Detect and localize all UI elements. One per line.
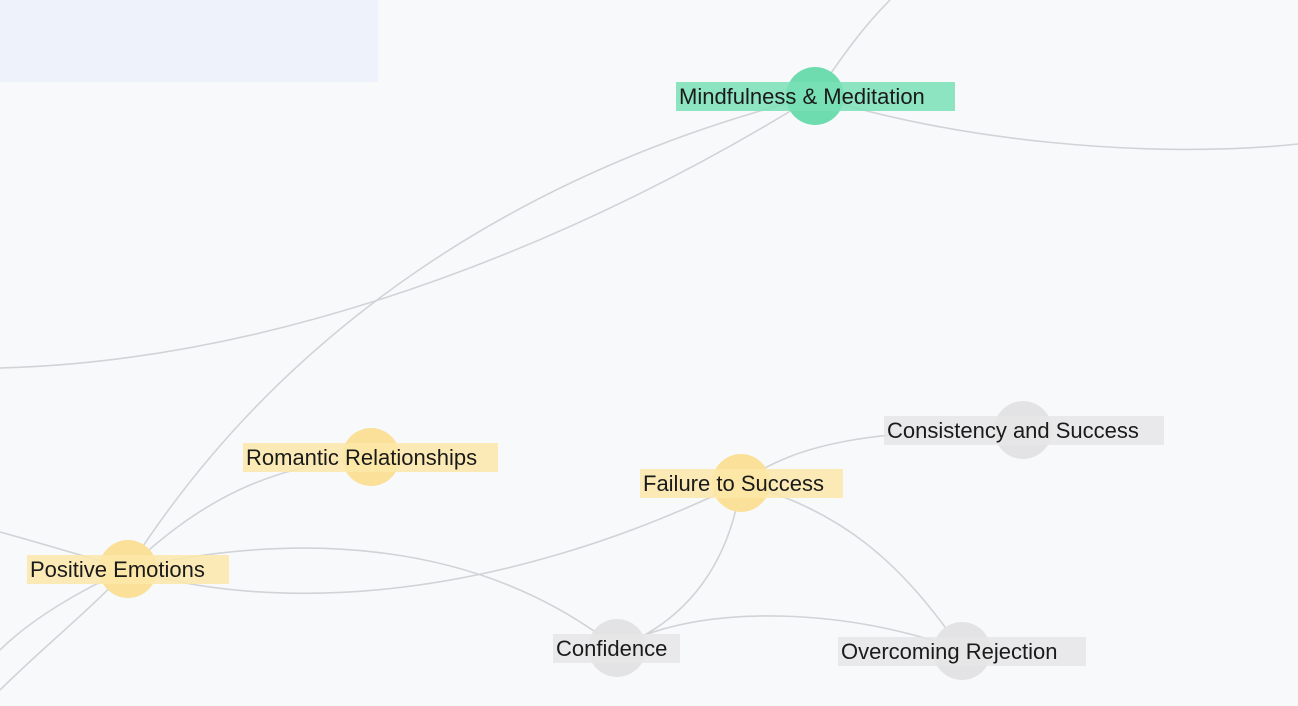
- node-rejection[interactable]: Overcoming Rejection: [838, 622, 1086, 680]
- node-label: Confidence: [556, 636, 667, 661]
- node-label: Consistency and Success: [887, 418, 1139, 443]
- node-label-bg: [640, 469, 843, 498]
- node-label-bg: [838, 637, 1086, 666]
- node-label: Positive Emotions: [30, 557, 205, 582]
- node-mindfulness[interactable]: Mindfulness & Meditation: [676, 67, 955, 125]
- edge-positive-romantic: [127, 456, 372, 570]
- node-label: Mindfulness & Meditation: [679, 84, 925, 109]
- overlay-panel: [0, 0, 378, 82]
- edge-positive-mindfulness: [127, 95, 816, 570]
- node-confidence[interactable]: Confidence: [553, 619, 680, 677]
- node-romantic[interactable]: Romantic Relationships: [243, 428, 498, 486]
- edge-mindfulness-offscreen-left: [0, 95, 816, 369]
- edges-layer: [0, 0, 1298, 691]
- node-label-bg: [553, 634, 680, 663]
- node-label: Failure to Success: [643, 471, 824, 496]
- edge-failure-rejection: [740, 482, 963, 652]
- node-label-bg: [676, 82, 955, 111]
- node-label-bg: [884, 416, 1164, 445]
- edge-mindfulness-offscreen-right: [814, 95, 1298, 151]
- node-failure[interactable]: Failure to Success: [640, 454, 843, 512]
- node-label-bg: [243, 443, 498, 472]
- node-consistency[interactable]: Consistency and Success: [884, 401, 1164, 459]
- edge-confidence-rejection: [616, 615, 963, 652]
- node-label: Overcoming Rejection: [841, 639, 1057, 664]
- edge-failure-confidence: [616, 482, 742, 649]
- node-label-bg: [27, 555, 229, 584]
- node-label: Romantic Relationships: [246, 445, 477, 470]
- node-positive[interactable]: Positive Emotions: [27, 540, 229, 598]
